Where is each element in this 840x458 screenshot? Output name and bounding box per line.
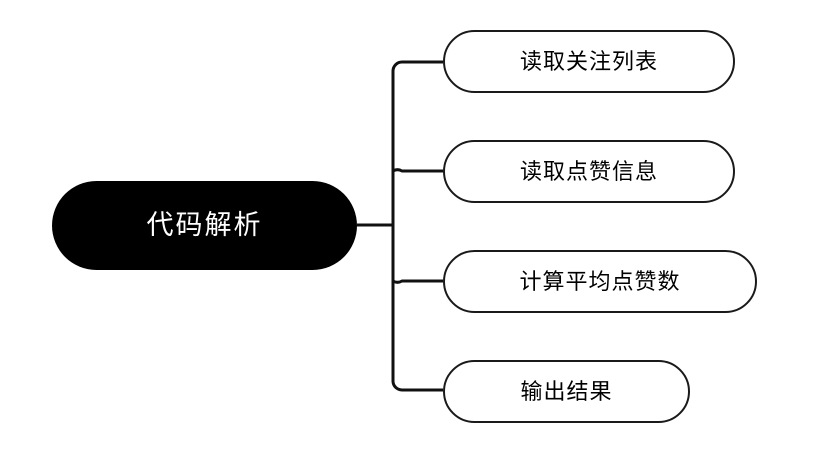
- child-node-calculate-average-likes[interactable]: 计算平均点赞数: [443, 250, 757, 313]
- root-node[interactable]: 代码解析: [52, 181, 357, 270]
- child-node-read-like-info[interactable]: 读取点赞信息: [443, 140, 735, 203]
- child-node-label: 读取点赞信息: [519, 158, 658, 184]
- child-node-label: 读取关注列表: [519, 48, 658, 74]
- connector-branch-2: [392, 168, 443, 173]
- child-node-output-result[interactable]: 输出结果: [443, 360, 690, 423]
- connector-branch-1: [391, 60, 443, 72]
- child-node-label: 计算平均点赞数: [519, 268, 681, 294]
- child-node-read-following-list[interactable]: 读取关注列表: [443, 30, 735, 93]
- connector-branch-3: [392, 279, 443, 284]
- connector-branch-4: [391, 380, 443, 392]
- child-node-label: 输出结果: [520, 378, 613, 404]
- root-node-label: 代码解析: [146, 210, 263, 240]
